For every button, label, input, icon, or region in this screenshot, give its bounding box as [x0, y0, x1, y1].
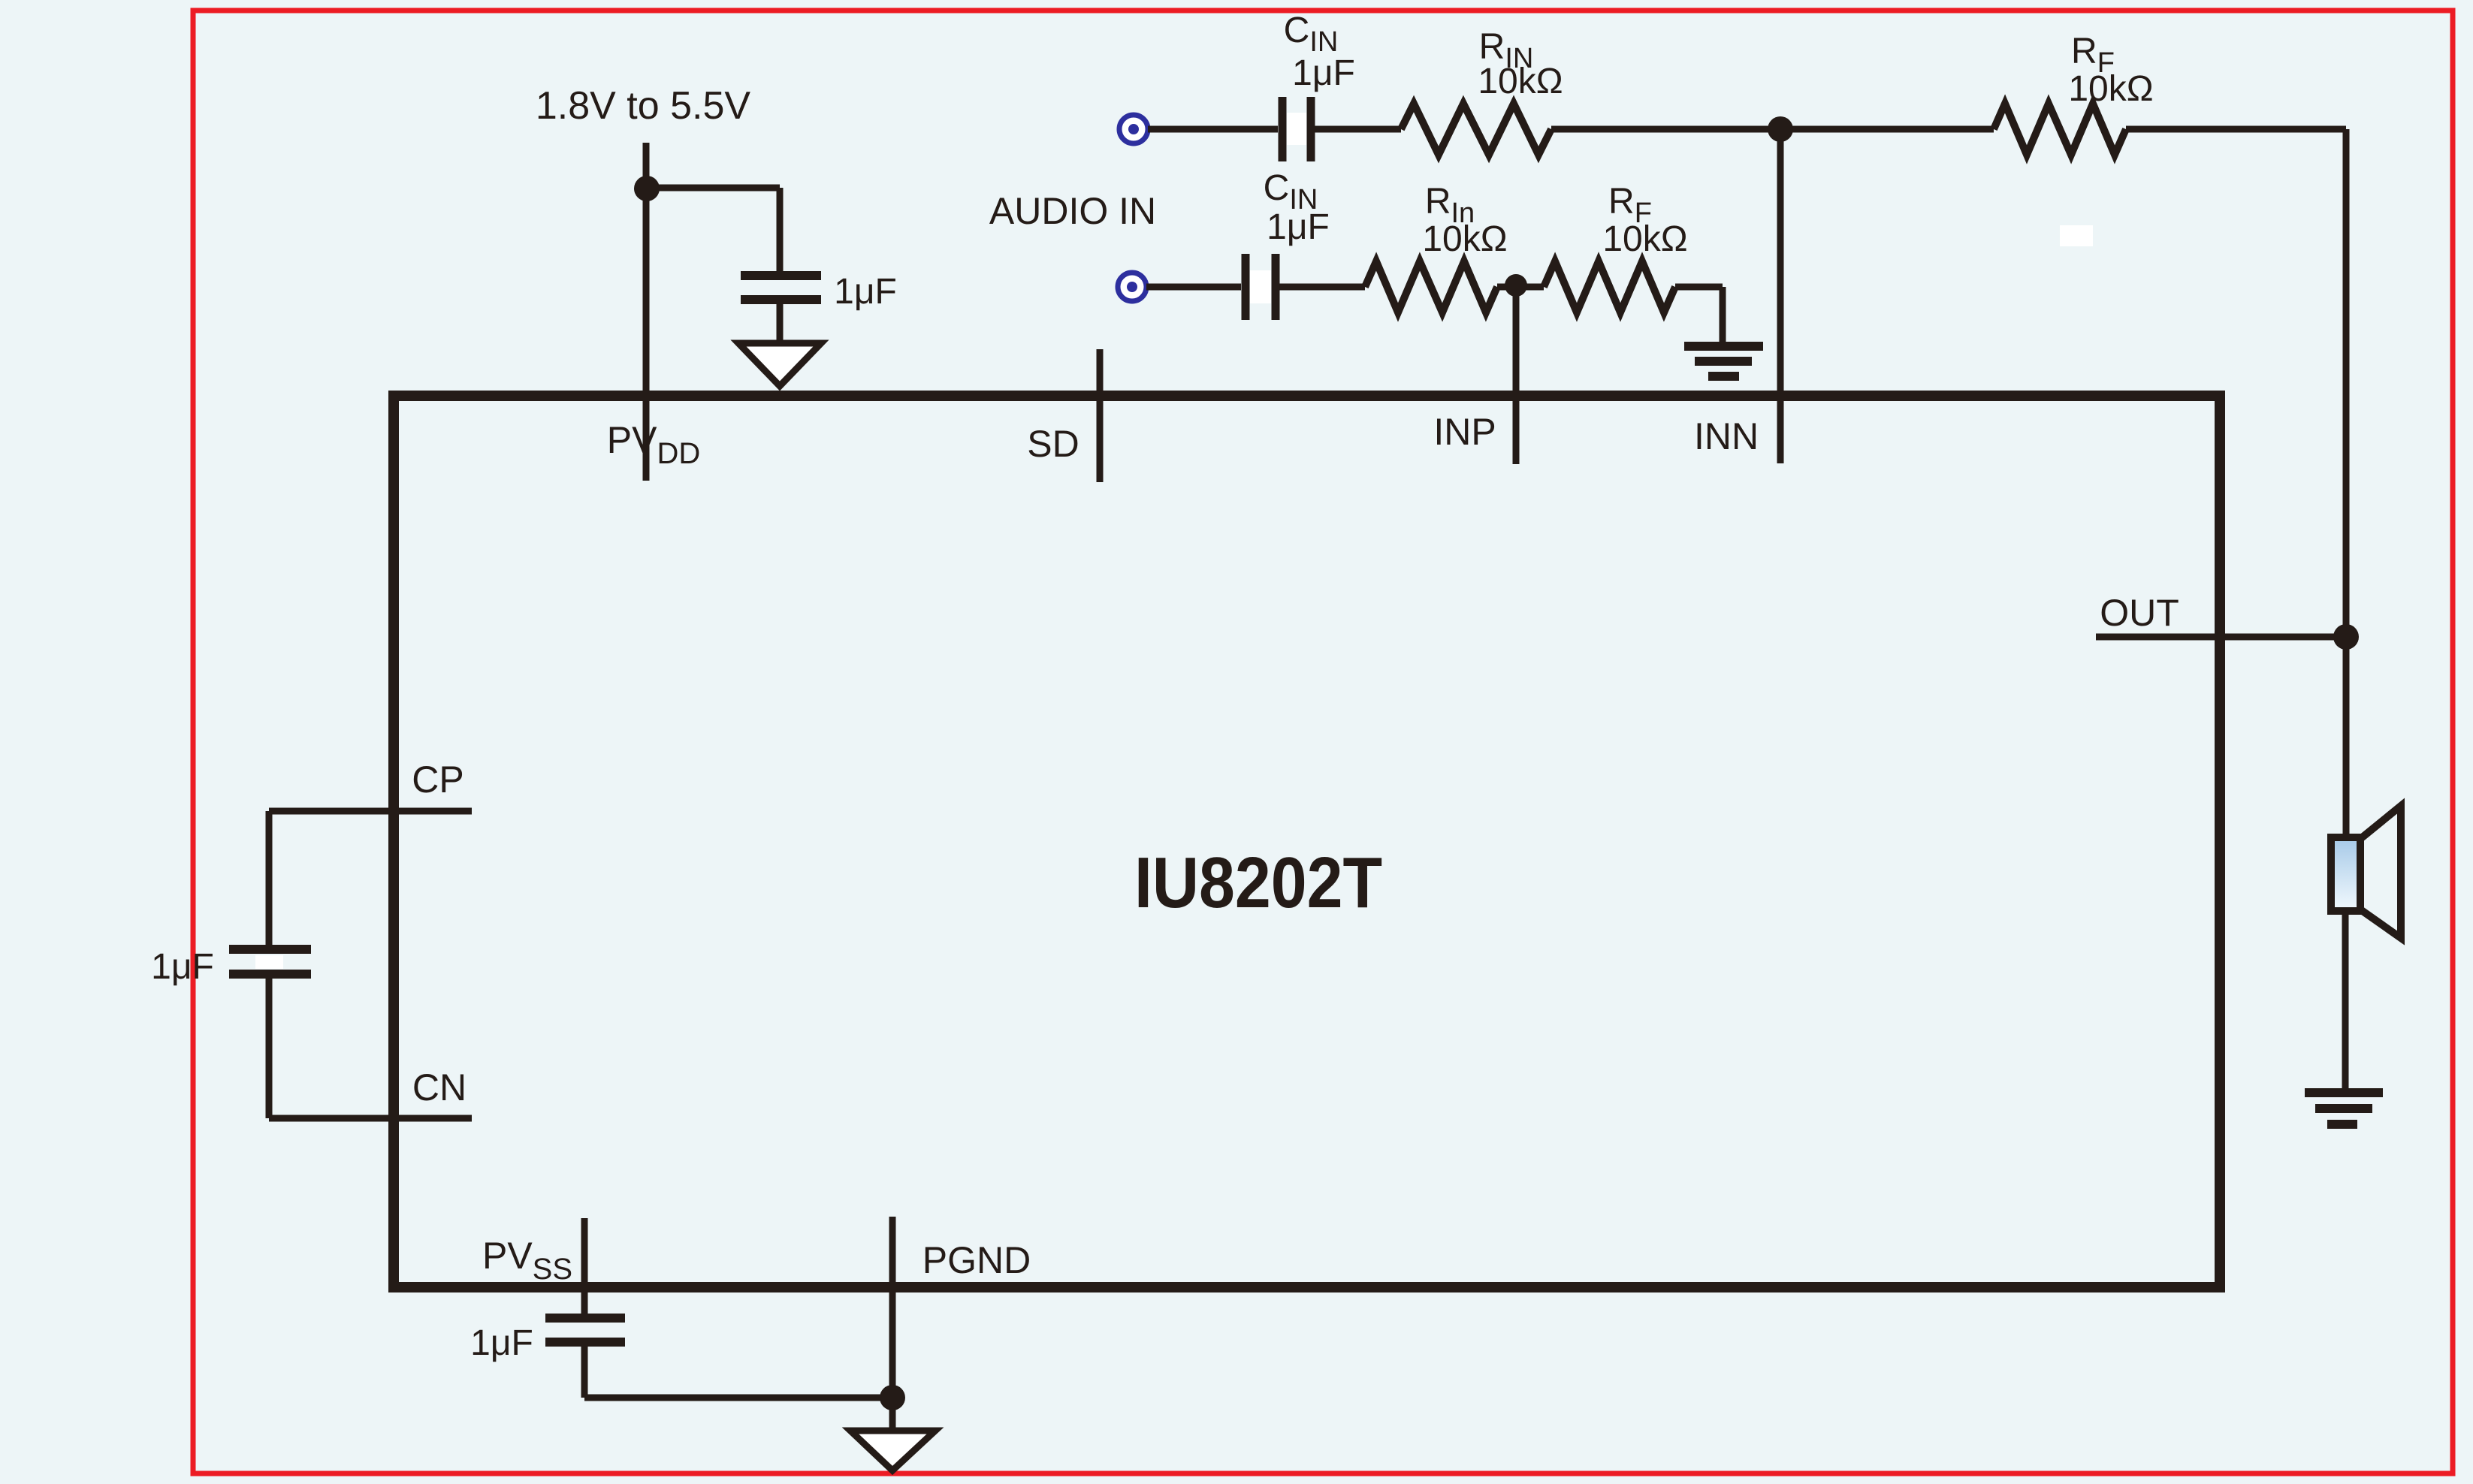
- sd-section: SD: [1027, 349, 1104, 482]
- resistor-zigzag: [1540, 252, 1679, 322]
- chip-title: IU8202T: [1134, 843, 1382, 923]
- resistor-rin-bottom: RIn 10kΩ: [1361, 182, 1508, 322]
- pvss-pgnd-section: PVSS 1μF PGND: [470, 1217, 1031, 1476]
- audio-in-label: AUDIO IN: [989, 190, 1156, 232]
- supply-section: 1.8V to 5.5V 1μF PVDD: [536, 84, 897, 481]
- rin-bottom-value: 10kΩ: [1422, 219, 1507, 259]
- cin-bottom-ref-main: C: [1264, 168, 1290, 208]
- cin-bottom-ref: CIN: [1264, 168, 1318, 216]
- flying-capacitor-section: CP CN 1μF: [151, 759, 472, 1122]
- cin-bottom-value: 1μF: [1267, 207, 1330, 247]
- figure-red-border: [190, 8, 2456, 1476]
- resistor-zigzag: [1990, 94, 2130, 164]
- rf-top-ref-sub: F: [2097, 47, 2115, 79]
- ground-triangle-icon: [841, 1427, 944, 1476]
- pin-pvss-main: PV: [482, 1235, 533, 1277]
- resistor-zigzag: [1397, 95, 1555, 164]
- ground-signal-icon: [1684, 342, 1763, 381]
- pin-label-inp: INP: [1433, 411, 1496, 453]
- resistor-zigzag: [1361, 252, 1501, 322]
- input-terminal-bottom: [1115, 270, 1149, 304]
- capacitor-pvdd-value: 1μF: [834, 272, 897, 312]
- rin-top-ref: RIN: [1479, 27, 1534, 74]
- pin-label-sd: SD: [1027, 423, 1079, 465]
- pin-label-out: OUT: [2100, 592, 2179, 634]
- artifact-highlight: [2060, 225, 2093, 246]
- capacitor-gap-highlight: [255, 955, 283, 969]
- resistor-rf-bottom: RF 10kΩ: [1540, 182, 1688, 322]
- capacitor-cin-top: CIN 1μF: [1278, 11, 1355, 161]
- rin-bottom-ref-sub: In: [1451, 198, 1475, 229]
- junction-dot-pgnd: [880, 1385, 905, 1410]
- cin-bottom-ref-sub: IN: [1289, 184, 1318, 216]
- input-terminal-top: [1116, 112, 1151, 146]
- rin-bottom-ref-main: R: [1425, 182, 1451, 222]
- resistor-rin-top: RIN 10kΩ: [1397, 27, 1563, 164]
- pin-label-cp: CP: [412, 759, 463, 801]
- ground-triangle-icon: [730, 339, 829, 391]
- pin-pvdd-sub: DD: [657, 437, 700, 470]
- pin-label-inn: INN: [1694, 415, 1759, 457]
- rin-top-ref-main: R: [1479, 27, 1505, 67]
- capacitor-pvss-value: 1μF: [470, 1323, 533, 1363]
- rin-top-ref-sub: IN: [1505, 43, 1533, 74]
- rf-bottom-ref: RF: [1608, 182, 1652, 229]
- junction-dot-inp: [1505, 274, 1527, 297]
- pin-label-cn: CN: [412, 1066, 467, 1108]
- chip-outline: [388, 391, 2225, 1292]
- capacitor-cin-bottom: CIN 1μF: [1241, 168, 1330, 320]
- ic-iu8202t: IU8202T: [388, 391, 2225, 1292]
- audio-input-bottom-branch: AUDIO IN CIN 1μF RIn 10kΩ INP RF 10kΩ: [989, 168, 1763, 464]
- pin-pvss-sub: SS: [533, 1253, 572, 1286]
- pin-pvdd-main: PV: [607, 419, 657, 461]
- capacitor-gap-highlight: [1250, 270, 1271, 303]
- capacitor-pvss: 1μF: [470, 1314, 625, 1363]
- speaker-horn: [2357, 798, 2405, 946]
- cin-top-value: 1μF: [1292, 53, 1355, 93]
- supply-voltage-label: 1.8V to 5.5V: [536, 84, 751, 128]
- rf-bottom-value: 10kΩ: [1602, 219, 1687, 259]
- speaker-body: [2327, 834, 2364, 915]
- capacitor-pvdd: 1μF: [741, 271, 897, 312]
- terminal-dot-icon: [1127, 282, 1137, 292]
- capacitor-gap-highlight: [1287, 113, 1306, 145]
- rf-top-value: 10kΩ: [2068, 69, 2153, 109]
- rin-top-value: 10kΩ: [1478, 62, 1563, 101]
- rin-bottom-ref: RIn: [1425, 182, 1475, 229]
- pin-label-pvdd: PVDD: [607, 419, 700, 470]
- capacitor-flying-value: 1μF: [151, 947, 214, 987]
- pin-label-pgnd: PGND: [922, 1239, 1031, 1281]
- rf-bottom-ref-main: R: [1608, 182, 1635, 222]
- pin-label-pvss: PVSS: [482, 1235, 572, 1286]
- ground-signal-icon: [2305, 1088, 2383, 1129]
- cin-top-ref-sub: IN: [1309, 26, 1338, 58]
- rf-top-ref-main: R: [2071, 32, 2097, 71]
- feedback-output-section: RF 10kΩ OUT: [1990, 32, 2405, 1129]
- terminal-dot-icon: [1128, 124, 1139, 134]
- capacitor-flying: 1μF: [151, 945, 311, 987]
- audio-input-top-branch: CIN 1μF RIN 10kΩ INN: [1116, 11, 1994, 463]
- cin-top-ref-main: C: [1284, 11, 1310, 50]
- rf-top-ref: RF: [2071, 32, 2115, 79]
- resistor-rf-top: RF 10kΩ: [1990, 32, 2154, 164]
- cin-top-ref: CIN: [1284, 11, 1339, 58]
- rf-bottom-ref-sub: F: [1635, 198, 1652, 229]
- junction-dot-out: [2333, 624, 2359, 650]
